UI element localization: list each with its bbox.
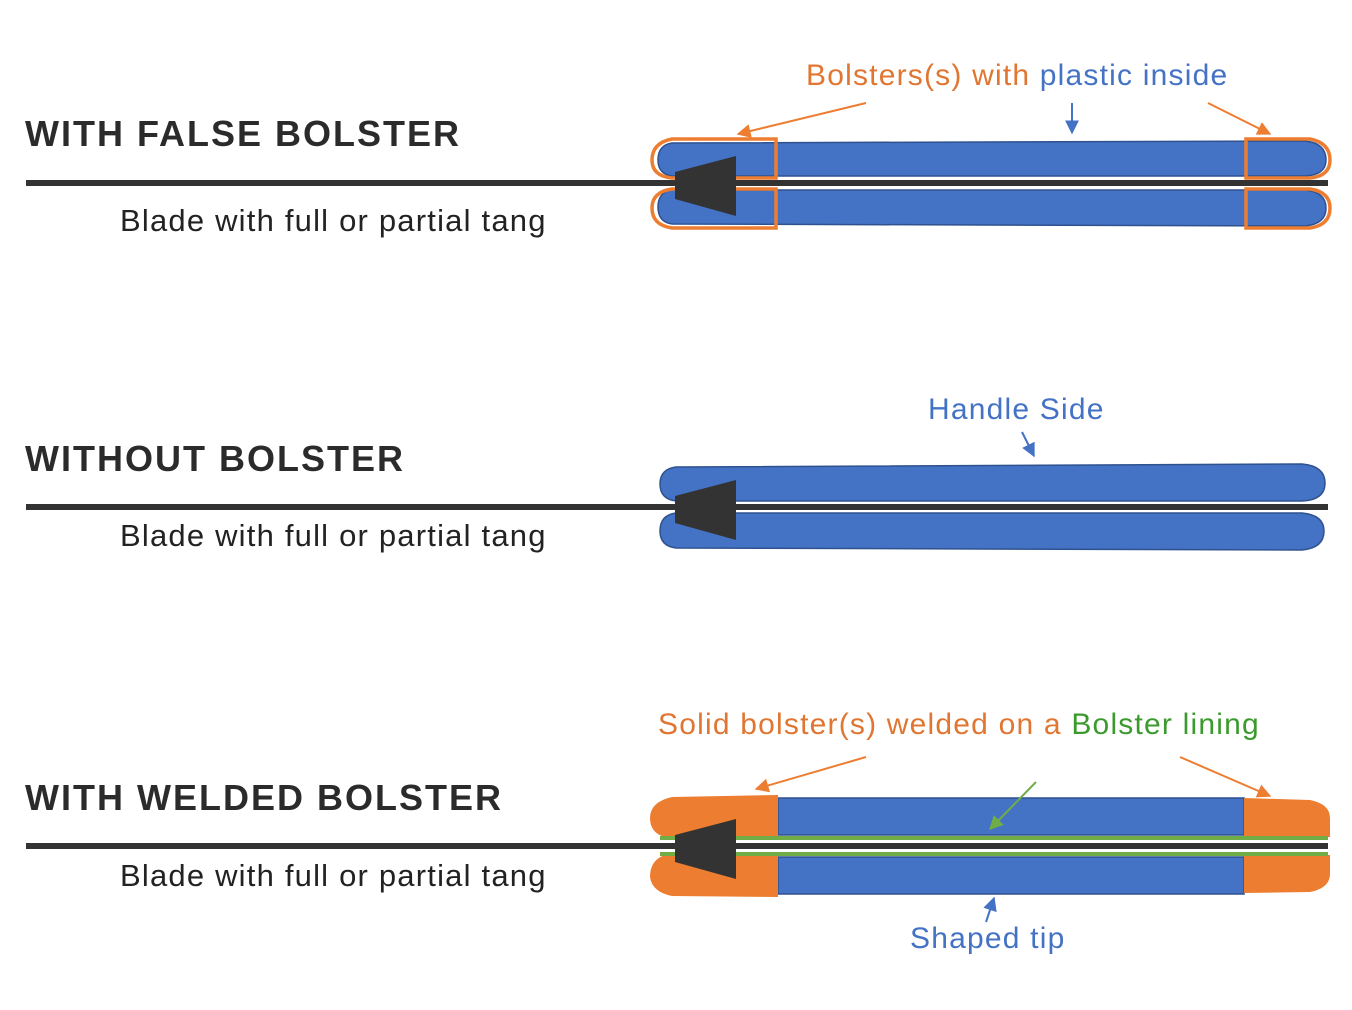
annotation-bolsters-text: Bolsters(s) with xyxy=(806,59,1040,92)
blade-heel xyxy=(675,480,736,540)
blade-caption-welded-bolster: Blade with full or partial tang xyxy=(120,858,547,893)
arrow-handle-side xyxy=(1021,431,1035,458)
false-bolster-knife xyxy=(26,102,1332,230)
handle-scale-top xyxy=(777,797,1245,836)
annotation-handle-side: Handle Side xyxy=(928,393,1105,426)
annotation-welded-bolster: Solid bolster(s) welded on a Bolster lin… xyxy=(658,708,1260,742)
arrow-shaped-tip xyxy=(983,896,997,923)
annotation-plastic-inside-text: plastic inside xyxy=(1039,59,1229,92)
handle-scale-bottom xyxy=(657,189,1327,227)
handle-scale-bottom xyxy=(659,512,1325,551)
section-title-welded-bolster: WITH WELDED BOLSTER xyxy=(25,777,503,818)
section-title-without-bolster: WITHOUT BOLSTER xyxy=(25,438,405,479)
handle-scale-top xyxy=(659,463,1326,502)
welded-bolster-knife xyxy=(26,756,1330,923)
blade-heel xyxy=(675,156,736,216)
welded-bolster-front-bottom xyxy=(650,855,778,897)
blade-heel xyxy=(675,819,736,879)
false-bolster-front-bottom xyxy=(650,187,778,230)
welded-bolster-rear-top xyxy=(1244,798,1330,837)
arrow-bolster-front xyxy=(736,102,867,138)
blade-caption-false-bolster: Blade with full or partial tang xyxy=(120,203,547,238)
false-bolster-front-top xyxy=(650,137,778,180)
welded-bolster-rear-bottom xyxy=(1244,855,1330,893)
annotation-bolster-lining-text: Bolster lining xyxy=(1071,708,1260,741)
blade-caption-without-bolster: Blade with full or partial tang xyxy=(120,518,547,553)
annotation-solid-bolster-text: Solid bolster(s) welded on a xyxy=(658,708,1072,741)
handle-scale-bottom xyxy=(777,856,1245,895)
false-bolster-rear-top xyxy=(1244,137,1332,180)
section-title-false-bolster: WITH FALSE BOLSTER xyxy=(25,113,461,154)
arrow-bolster-lining xyxy=(989,781,1037,831)
false-bolster-rear-bottom xyxy=(1244,187,1332,230)
handle-scale-top xyxy=(657,140,1327,177)
no-bolster-knife xyxy=(26,431,1328,551)
annotation-false-bolster: Bolsters(s) with plastic inside xyxy=(806,59,1228,93)
arrow-bolster-rear xyxy=(1207,102,1272,135)
annotation-shaped-tip: Shaped tip xyxy=(910,922,1066,955)
arrow-welded-front xyxy=(754,756,867,793)
arrow-welded-rear xyxy=(1179,756,1272,798)
welded-bolster-front-top xyxy=(650,795,778,837)
